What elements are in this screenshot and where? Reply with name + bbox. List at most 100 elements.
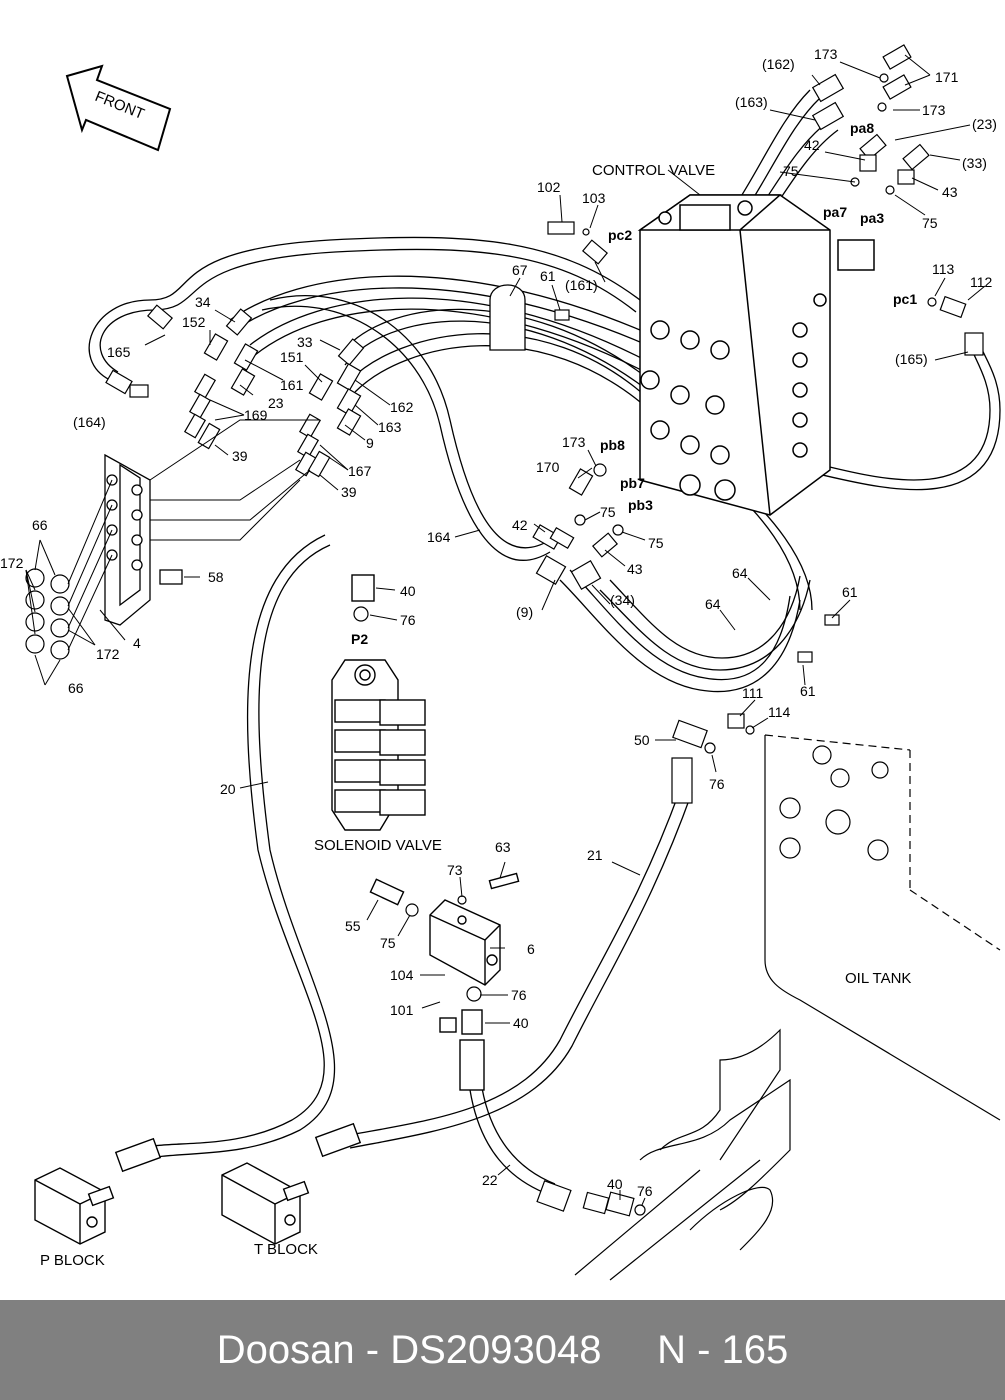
callout: 102: [537, 179, 561, 195]
callout: 20: [220, 781, 236, 797]
callout: 75: [783, 163, 799, 179]
port-labels: pc2 pc1 pa8 pa7 pa3 pb8 pb7 pb3: [600, 120, 917, 513]
callout: 76: [709, 776, 725, 792]
callout: (164): [73, 414, 106, 430]
callout: (165): [895, 351, 928, 367]
callout: 42: [512, 517, 528, 533]
callout: 22: [482, 1172, 498, 1188]
callout: 172: [0, 555, 24, 571]
callout: 152: [182, 314, 206, 330]
footer-brand: Doosan: [216, 1327, 355, 1372]
callout: 67: [512, 262, 528, 278]
control-valve: [637, 194, 875, 516]
callout: 173: [562, 434, 586, 450]
callout: 161: [280, 377, 304, 393]
caption-labels: CONTROL VALVE SOLENOID VALVE OIL TANK P …: [40, 162, 911, 1269]
callout: 173: [922, 102, 946, 118]
callout: 61: [540, 268, 556, 284]
callout: 42: [804, 137, 820, 153]
callout: 39: [232, 448, 248, 464]
callout: 64: [732, 565, 748, 581]
oil-tank: [574, 734, 1001, 1281]
t-block-caption: T BLOCK: [254, 1241, 318, 1258]
hose-164: [261, 295, 551, 561]
control-valve-caption: CONTROL VALVE: [592, 162, 715, 179]
port-label: pc1: [893, 291, 917, 307]
callout: 111: [742, 685, 763, 701]
callout: (163): [735, 94, 768, 110]
callout: 151: [280, 349, 304, 365]
callout: 114: [768, 704, 791, 720]
footer-gap: [602, 1328, 658, 1373]
solenoid-valve: [331, 574, 426, 831]
o-rings: [353, 73, 937, 1216]
callout: 75: [648, 535, 664, 551]
footer-page: N - 165: [657, 1327, 789, 1372]
port-label: pb8: [600, 437, 625, 453]
callout: 103: [582, 190, 606, 206]
callout: (161): [565, 277, 598, 293]
callout: 23: [268, 395, 284, 411]
callout: 167: [348, 463, 372, 479]
callout: 163: [378, 419, 402, 435]
callout: 64: [705, 596, 721, 612]
solenoid-valve-caption: SOLENOID VALVE: [314, 837, 442, 854]
fittings-tank: [536, 713, 745, 1217]
callout: 75: [922, 215, 938, 231]
footer-dash: -: [365, 1327, 380, 1372]
callout: 43: [942, 184, 958, 200]
callout: 170: [536, 459, 560, 475]
hose-20: [139, 534, 336, 1161]
leader-lines: [25, 54, 986, 1206]
front-arrow: FRONT: [65, 64, 172, 152]
callout: 4: [133, 635, 141, 651]
hose-9-34: [559, 469, 813, 693]
callout: 173: [814, 46, 838, 62]
callout: (9): [516, 604, 533, 620]
callout: 66: [68, 680, 84, 696]
callout: (33): [962, 155, 987, 171]
callout: 76: [511, 987, 527, 1003]
p-block-caption: P BLOCK: [40, 1252, 105, 1269]
callout: 40: [513, 1015, 529, 1031]
clamp-67: [489, 284, 526, 351]
block-6: [369, 872, 520, 1091]
port-label: pb7: [620, 475, 645, 491]
callout: (162): [762, 56, 795, 72]
callout: 172: [96, 646, 120, 662]
oil-tank-caption: OIL TANK: [845, 970, 911, 987]
callout: 61: [800, 683, 816, 699]
port-label: pa8: [850, 120, 874, 136]
callout: 104: [390, 967, 414, 983]
callout-labels: 173 (162) 171 (163) 173 (23) 42 (33) 75 …: [0, 46, 997, 1199]
callout: 75: [600, 504, 616, 520]
callout: 61: [842, 584, 858, 600]
callout: 75: [380, 935, 396, 951]
callout: 76: [400, 612, 416, 628]
callout: 39: [341, 484, 357, 500]
callout: 43: [627, 561, 643, 577]
callout: 9: [366, 435, 374, 451]
callout: 113: [932, 261, 955, 277]
callout: 171: [935, 69, 959, 85]
callout: 50: [634, 732, 650, 748]
callout: 73: [447, 862, 463, 878]
port-label: pa3: [860, 210, 884, 226]
callout: 169: [244, 407, 268, 423]
t-block: [221, 1122, 362, 1245]
port-label: pa7: [823, 204, 847, 220]
callout: 34: [195, 294, 211, 310]
p-block: [34, 1137, 162, 1245]
callout: 63: [495, 839, 511, 855]
callout: 33: [297, 334, 313, 350]
callout: 6: [527, 941, 535, 957]
callout: (34): [610, 592, 635, 608]
fittings-left: [105, 304, 365, 478]
callout: 112: [970, 274, 993, 290]
hose-21: [349, 789, 693, 1149]
callout: 66: [32, 517, 48, 533]
callout: 40: [400, 583, 416, 599]
hydraulic-parts-diagram: FRONT: [0, 44, 1001, 1281]
footer-separator: [355, 1328, 366, 1373]
callout: 55: [345, 918, 361, 934]
